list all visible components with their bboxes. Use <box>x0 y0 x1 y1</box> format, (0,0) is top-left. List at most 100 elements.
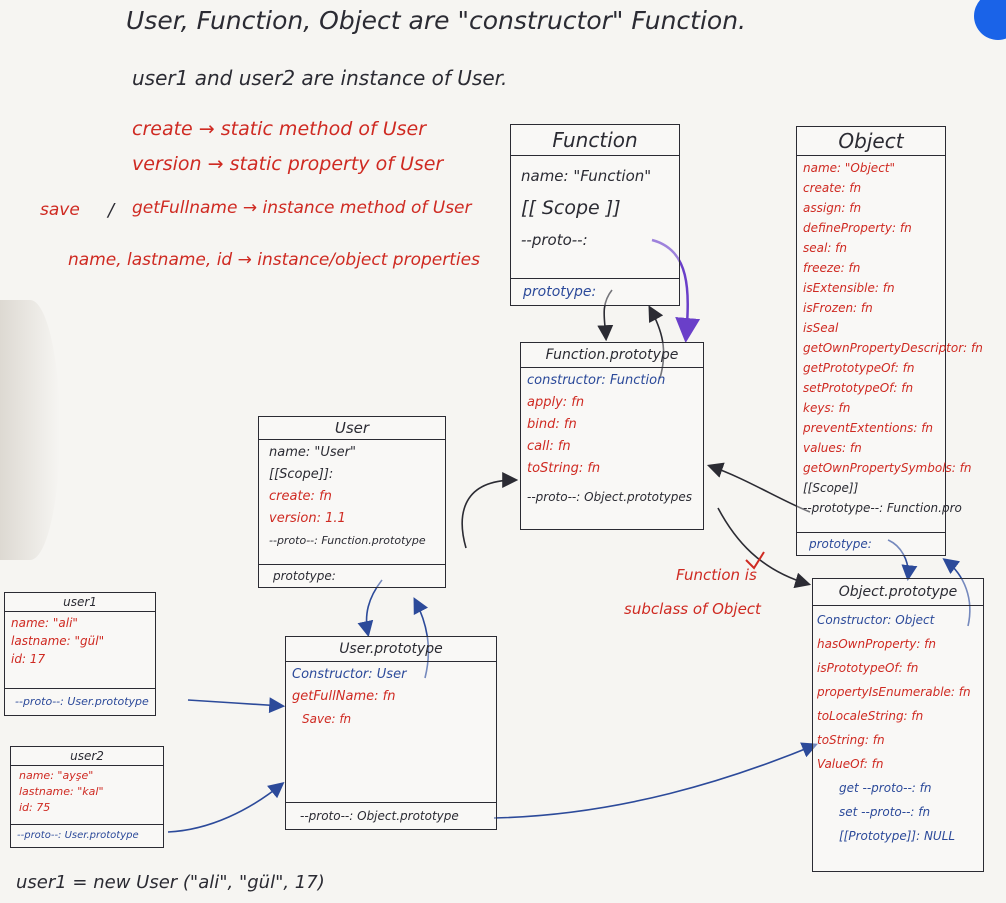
oprototype-row: ValueOf: fn <box>817 757 884 771</box>
arrow-uprototype-constructor-to-user <box>413 597 430 679</box>
object-row: getOwnPropertyDescriptor: fn <box>803 341 983 355</box>
arrow-uprototype-to-oprototype <box>493 742 818 819</box>
user2-name: name: "ayşe" <box>19 769 94 782</box>
oprototype-row: propertyIsEnumerable: fn <box>817 685 971 699</box>
uprototype-getfullname: getFullName: fn <box>292 689 396 704</box>
object-row: isFrozen: fn <box>803 301 873 315</box>
object-title: Object <box>797 127 945 156</box>
user1-proto: --proto--: User.prototype <box>5 688 155 715</box>
arrow-user-proto-to-fprototype <box>461 472 519 549</box>
object-row: setPrototypeOf: fn <box>803 381 914 395</box>
oprototype-title: Object.prototype <box>813 579 983 606</box>
arrow-function-proto-purple <box>651 238 701 343</box>
user-scope: [[Scope]]: <box>269 467 334 482</box>
arrow-fprototype-proto-to-oprototype <box>717 507 812 589</box>
note-instance-properties: name, lastname, id → instance/object pro… <box>68 250 480 270</box>
arrow-oprototype-constructor-to-object <box>942 558 971 627</box>
user-title: User <box>259 417 445 440</box>
object-row: keys: fn <box>803 401 851 415</box>
fprototype-proto: --proto--: Object.prototypes <box>527 490 693 504</box>
user-prototype-box: User.prototype Constructor: User getFull… <box>285 636 497 830</box>
user2-box: user2 name: "ayşe" lastname: "kal" id: 7… <box>10 746 164 848</box>
fprototype-call: call: fn <box>527 439 571 454</box>
function-prototype-box: Function.prototype constructor: Function… <box>520 342 704 530</box>
user-create: create: fn <box>269 489 332 504</box>
oprototype-row: Constructor: Object <box>817 613 935 627</box>
oprototype-row: [[Prototype]]: NULL <box>839 829 956 843</box>
user1-id: id: 17 <box>11 652 46 666</box>
object-row: freeze: fn <box>803 261 861 275</box>
fprototype-tostring: toString: fn <box>527 461 601 476</box>
arrow-fprototype-constructor-to-function <box>648 305 665 379</box>
fprototype-constructor: constructor: Function <box>527 373 666 388</box>
user2-title: user2 <box>11 747 163 766</box>
note-subclass-2: subclass of Object <box>624 600 761 618</box>
object-row: create: fn <box>803 181 862 195</box>
object-row: defineProperty: fn <box>803 221 912 235</box>
uprototype-save: Save: fn <box>302 712 352 726</box>
arrow-user1-to-uprototype <box>187 697 286 714</box>
function-scope: [[ Scope ]] <box>521 197 621 219</box>
object-row: getPrototypeOf: fn <box>803 361 915 375</box>
object-row: isSeal <box>803 321 839 335</box>
user2-id: id: 75 <box>19 801 51 814</box>
note-version-static: version → static property of User <box>132 153 444 175</box>
object-rows: name: "Object" create: fn assign: fn define… <box>797 156 983 520</box>
note-instances: user1 and user2 are instance of User. <box>132 66 508 90</box>
oprototype-rows: Constructor: Object hasOwnProperty: fn isP… <box>813 606 983 850</box>
object-row: isExtensible: fn <box>803 281 895 295</box>
object-row: [[Scope]] <box>803 481 859 495</box>
function-prototype: prototype: <box>511 278 679 305</box>
object-row: --prototype--: Function.pro <box>803 501 962 515</box>
user2-lastname: lastname: "kal" <box>19 785 104 798</box>
user2-proto: --proto--: User.prototype <box>11 824 163 847</box>
arrow-user2-to-uprototype <box>167 781 285 833</box>
user1-lastname: lastname: "gül" <box>11 634 105 648</box>
note-constructor-functions: User, Function, Object are "constructor"… <box>126 6 746 35</box>
oprototype-row: get --proto--: fn <box>839 781 932 795</box>
arrow-user-to-uprototype <box>357 579 383 638</box>
user-version: version: 1.1 <box>269 511 346 526</box>
note-slash: / <box>108 200 115 221</box>
function-proto: --proto--: <box>521 231 588 249</box>
note-create-static: create → static method of User <box>132 118 427 140</box>
oprototype-row: set --proto--: fn <box>839 805 931 819</box>
note-save-label: save <box>40 200 80 220</box>
user1-name: name: "ali" <box>11 616 78 630</box>
arrow-function-to-fprototype <box>597 289 614 342</box>
note-new-user: user1 = new User ("ali", "gül", 17) <box>16 872 325 893</box>
oprototype-row: toLocaleString: fn <box>817 709 924 723</box>
user1-box: user1 name: "ali" lastname: "gül" id: 17… <box>4 592 156 716</box>
object-row: values: fn <box>803 441 862 455</box>
uprototype-title: User.prototype <box>286 637 496 662</box>
object-prototype: prototype: <box>797 532 945 555</box>
fprototype-title: Function.prototype <box>521 343 703 368</box>
oprototype-row: isPrototypeOf: fn <box>817 661 919 675</box>
function-box: Function name: "Function" [[ Scope ]] --… <box>510 124 680 306</box>
check-mark <box>745 551 765 570</box>
fprototype-bind: bind: fn <box>527 417 577 432</box>
background-shadow <box>0 300 60 560</box>
oprototype-row: toString: fn <box>817 733 885 747</box>
note-getfullname-instance: getFullname → instance method of User <box>132 198 472 218</box>
note-subclass-1: Function is <box>676 566 757 584</box>
oprototype-row: hasOwnProperty: fn <box>817 637 937 651</box>
object-prototype-box: Object.prototype Constructor: Object hasO… <box>812 578 984 872</box>
user-prototype: prototype: <box>259 564 445 587</box>
fprototype-apply: apply: fn <box>527 395 585 410</box>
object-row: name: "Object" <box>803 161 896 175</box>
user-box: User name: "User" [[Scope]]: create: fn … <box>258 416 446 588</box>
arrow-object-proto-to-fprototype <box>706 462 811 513</box>
object-box: Object name: "Object" create: fn assign: f… <box>796 126 983 556</box>
user-name: name: "User" <box>269 445 356 460</box>
object-row: getOwnPropertySymbols: fn <box>803 461 972 475</box>
uprototype-proto: --proto--: Object.prototype <box>286 802 496 829</box>
object-row: seal: fn <box>803 241 848 255</box>
object-row: preventExtentions: fn <box>803 421 934 435</box>
function-title: Function <box>511 125 679 156</box>
object-row: assign: fn <box>803 201 862 215</box>
uprototype-constructor: Constructor: User <box>292 667 407 682</box>
user-proto: --proto--: Function.prototype <box>269 534 426 547</box>
arrow-object-prototype-to-oprototype <box>887 539 918 582</box>
user1-title: user1 <box>5 593 155 612</box>
